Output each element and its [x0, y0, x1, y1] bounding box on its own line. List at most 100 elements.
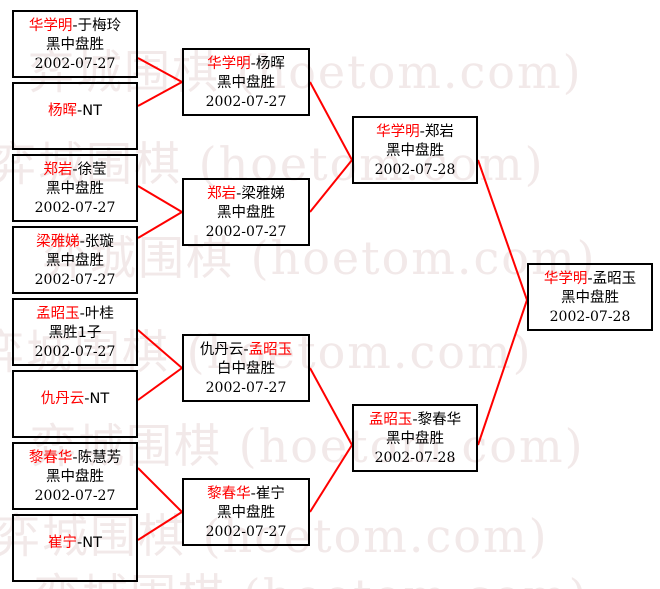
match-date: 2002-07-27	[205, 223, 287, 240]
player-winner: 梁雅娣	[36, 234, 80, 250]
match-players: 华学明-杨晖	[184, 50, 308, 74]
player-winner: 郑岩	[43, 162, 73, 178]
match-result: 白中盘胜	[217, 360, 275, 377]
match-box[interactable]: 梁雅娣-张璇 黑中盘胜 2002-07-27	[12, 226, 138, 294]
match-players: 梁雅娣-张璇	[14, 228, 136, 252]
player-loser: 黎春华	[417, 412, 462, 428]
match-players: 崔宁-NT	[14, 516, 136, 553]
match-box[interactable]: 崔宁-NT	[12, 514, 138, 582]
match-date: 2002-07-27	[34, 271, 116, 288]
player-loser: 梁雅娣	[241, 186, 285, 202]
match-players: 杨晖-NT	[14, 84, 136, 121]
match-box-final[interactable]: 华学明-孟昭玉 黑中盘胜 2002-07-28	[527, 263, 653, 331]
connector-r1m1-r2m1	[137, 57, 183, 83]
match-box[interactable]: 郑岩-梁雅娣 黑中盘胜 2002-07-27	[182, 178, 310, 246]
match-players: 华学明-孟昭玉	[529, 265, 651, 289]
match-result: 黑中盘胜	[46, 180, 104, 197]
match-box[interactable]: 黎春华-崔宁 黑中盘胜 2002-07-27	[182, 478, 310, 546]
match-date: 2002-07-27	[34, 55, 116, 72]
connector-r2m1-r3m1	[309, 81, 353, 161]
player-winner: 华学明	[543, 271, 588, 287]
match-box[interactable]: 孟昭玉-叶桂 黑胜1子 2002-07-27	[12, 298, 138, 366]
match-box[interactable]: 仇丹云-孟昭玉 白中盘胜 2002-07-27	[182, 334, 310, 402]
match-result: 黑中盘胜	[217, 74, 275, 91]
match-box[interactable]: 华学明-于梅玲 黑中盘胜 2002-07-27	[12, 10, 138, 78]
player-loser: 陈慧芳	[77, 450, 122, 466]
match-date: 2002-07-27	[205, 379, 287, 396]
connector-r3m1-final	[477, 159, 528, 301]
connector-r1m7-r2m4	[137, 467, 183, 513]
player-winner: 崔宁	[48, 535, 78, 551]
match-box[interactable]: 华学明-郑岩 黑中盘胜 2002-07-28	[352, 116, 478, 184]
player-separator: -	[79, 306, 85, 322]
player-winner: 杨晖	[48, 103, 78, 119]
match-result: 黑中盘胜	[46, 252, 104, 269]
player-separator: -	[236, 186, 242, 202]
match-date: 2002-07-28	[549, 308, 631, 325]
match-result: 黑中盘胜	[386, 430, 444, 447]
match-box[interactable]: 黎春华-陈慧芳 黑中盘胜 2002-07-27	[12, 442, 138, 510]
match-players: 仇丹云-孟昭玉	[184, 336, 308, 360]
match-date: 2002-07-27	[205, 523, 287, 540]
player-winner: 黎春华	[207, 486, 251, 502]
player-separator: -	[72, 18, 78, 34]
player-winner: 孟昭玉	[36, 306, 80, 322]
player-loser: NT	[82, 103, 102, 119]
match-box[interactable]: 郑岩-徐莹 黑中盘胜 2002-07-27	[12, 154, 138, 222]
match-players: 黎春华-崔宁	[184, 480, 308, 504]
player-separator: -	[243, 342, 249, 358]
connector-r1m2-r2m1	[137, 81, 183, 107]
player-loser: 徐莹	[77, 162, 107, 178]
player-loser: NT	[82, 535, 102, 551]
player-separator: -	[77, 535, 83, 551]
player-separator: -	[72, 450, 78, 466]
match-result: 黑中盘胜	[46, 36, 104, 53]
player-separator: -	[250, 486, 256, 502]
player-separator: -	[587, 271, 593, 287]
match-result: 黑中盘胜	[561, 289, 619, 306]
player-loser: 仇丹云	[199, 342, 244, 358]
match-box[interactable]: 杨晖-NT	[12, 82, 138, 150]
player-winner: 华学明	[207, 56, 251, 72]
match-date: 2002-07-27	[34, 487, 116, 504]
player-winner: 华学明	[28, 18, 73, 34]
match-box[interactable]: 孟昭玉-黎春华 黑中盘胜 2002-07-28	[352, 404, 478, 472]
match-players: 华学明-郑岩	[354, 118, 476, 142]
match-players: 孟昭玉-黎春华	[354, 406, 476, 430]
connector-r2m3-r3m2	[309, 367, 353, 446]
match-players: 仇丹云-NT	[14, 372, 136, 409]
match-result: 黑中盘胜	[46, 468, 104, 485]
player-loser: 崔宁	[255, 486, 285, 502]
match-players: 华学明-于梅玲	[14, 12, 136, 36]
player-winner: 华学明	[376, 124, 420, 140]
player-separator: -	[419, 124, 425, 140]
connector-r1m3-r2m2	[137, 185, 183, 213]
player-loser: NT	[89, 391, 110, 407]
match-players: 孟昭玉-叶桂	[14, 300, 136, 324]
match-box[interactable]: 仇丹云-NT	[12, 370, 138, 438]
match-date: 2002-07-27	[205, 93, 287, 110]
player-loser: 郑岩	[424, 124, 454, 140]
connector-r2m2-r3m1	[309, 159, 353, 213]
match-result: 黑中盘胜	[217, 504, 275, 521]
player-separator: -	[250, 56, 256, 72]
match-date: 2002-07-28	[374, 161, 456, 178]
match-box[interactable]: 华学明-杨晖 黑中盘胜 2002-07-27	[182, 48, 310, 116]
player-separator: -	[412, 412, 418, 428]
match-date: 2002-07-27	[34, 343, 116, 360]
player-loser: 于梅玲	[77, 18, 122, 34]
match-result: 黑中盘胜	[386, 142, 444, 159]
player-winner: 黎春华	[28, 450, 73, 466]
match-date: 2002-07-27	[34, 199, 116, 216]
connector-r1m4-r2m2	[137, 211, 183, 239]
player-separator: -	[77, 103, 83, 119]
connector-r1m5-r2m3	[137, 329, 183, 369]
match-result: 黑胜1子	[48, 324, 102, 341]
player-separator: -	[72, 162, 78, 178]
player-separator: -	[84, 391, 90, 407]
player-loser: 杨晖	[255, 56, 285, 72]
connector-r2m4-r3m2	[309, 444, 353, 513]
player-loser: 孟昭玉	[592, 271, 637, 287]
connector-r1m8-r2m4	[137, 511, 183, 541]
